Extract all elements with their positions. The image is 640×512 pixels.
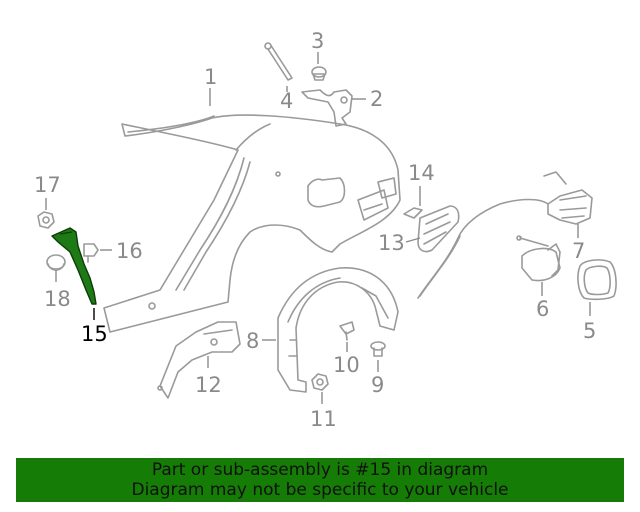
screw-part-10[interactable] xyxy=(339,321,355,341)
callout-18: 18 xyxy=(44,287,71,311)
callout-13: 13 xyxy=(378,231,405,255)
callout-11: 11 xyxy=(310,407,337,431)
callout-9: 9 xyxy=(371,373,384,397)
callout-8: 8 xyxy=(246,329,259,353)
grommet-part-17[interactable] xyxy=(37,211,55,229)
callout-7: 7 xyxy=(572,239,585,263)
callout-15: 15 xyxy=(81,322,108,346)
banner-line-2: Diagram may not be specific to your vehi… xyxy=(131,480,509,500)
vent-grille-part[interactable] xyxy=(417,205,460,253)
callout-6: 6 xyxy=(536,297,549,321)
fuel-lid-part[interactable] xyxy=(577,259,617,301)
callout-14: 14 xyxy=(408,161,435,185)
support-rod-part[interactable] xyxy=(264,42,293,81)
callout-10: 10 xyxy=(333,353,360,377)
callout-3: 3 xyxy=(311,29,324,53)
banner-line-1: Part or sub-assembly is #15 in diagram xyxy=(151,460,489,480)
callout-labels: 1 2 3 4 5 6 7 8 9 10 11 12 13 14 15 16 1… xyxy=(34,29,596,431)
highlighted-trim-part-15[interactable] xyxy=(51,227,97,305)
callout-2: 2 xyxy=(370,87,383,111)
leader-lines xyxy=(45,52,591,404)
callout-5: 5 xyxy=(583,319,596,343)
rear-bracket-part[interactable] xyxy=(157,321,241,399)
callout-4: 4 xyxy=(280,89,293,113)
callout-16: 16 xyxy=(116,239,143,263)
wheel-liner-part[interactable] xyxy=(277,267,399,393)
callout-1: 1 xyxy=(204,65,217,89)
fuel-door-opener-part[interactable] xyxy=(417,171,593,299)
filler-housing-part[interactable] xyxy=(516,235,561,282)
callout-17: 17 xyxy=(34,173,61,197)
nut-part-11[interactable] xyxy=(311,373,329,391)
hinge-bracket-part[interactable] xyxy=(301,89,353,127)
clip-part-9[interactable] xyxy=(370,341,386,357)
clip-part-14[interactable] xyxy=(403,207,423,219)
plug-part-18[interactable] xyxy=(46,254,66,271)
grommet-part-3[interactable] xyxy=(311,66,327,81)
parts-diagram: 1 2 3 4 5 6 7 8 9 10 11 12 13 14 15 16 1… xyxy=(34,29,617,431)
callout-12: 12 xyxy=(195,373,222,397)
clip-part-16[interactable] xyxy=(83,243,99,263)
quarter-panel-part[interactable] xyxy=(103,114,401,333)
info-banner: Part or sub-assembly is #15 in diagram D… xyxy=(16,458,624,502)
